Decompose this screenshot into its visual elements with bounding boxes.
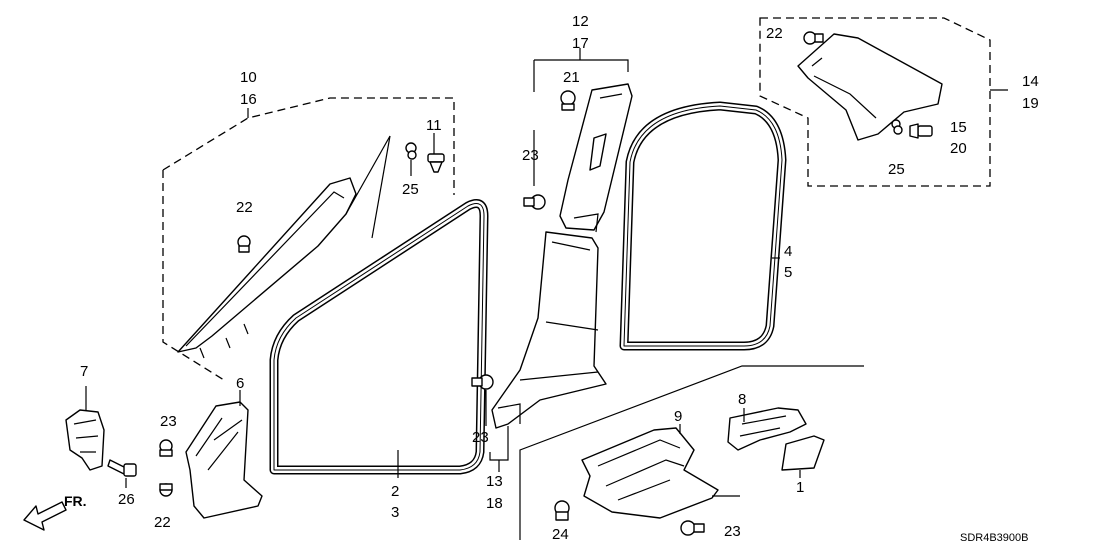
label-8: 8 (738, 391, 746, 408)
clip-24-icon (554, 500, 570, 521)
label-15: 15 (950, 119, 967, 136)
bolt-26-icon (107, 459, 137, 488)
label-5: 5 (784, 264, 792, 281)
label-16: 16 (240, 91, 257, 108)
tray-9 (581, 427, 719, 519)
clip-11-icon (427, 153, 445, 173)
fastener-25-icon (405, 142, 417, 160)
fastener-25-right-icon (891, 119, 903, 135)
clip-22-left-icon (159, 483, 173, 497)
a-pillar-group (162, 97, 455, 381)
clip-23-bottom-icon (680, 520, 705, 536)
part-labels: 10 16 11 25 22 7 6 23 26 22 2 3 12 17 21… (80, 13, 1039, 543)
label-7: 7 (80, 363, 88, 380)
label-13: 13 (486, 473, 503, 490)
label-23-mid: 23 (472, 429, 489, 446)
label-17: 17 (572, 35, 589, 52)
bracket-7 (65, 386, 105, 471)
label-22-pillar: 22 (236, 199, 253, 216)
label-12: 12 (572, 13, 589, 30)
label-25-left: 25 (402, 181, 419, 198)
rear-door-seal (619, 101, 787, 351)
clip-23-mid-icon (471, 374, 494, 390)
cover-1 (781, 435, 825, 471)
b-pillar-upper (523, 48, 633, 233)
diagram-code: SDR4B3900B (960, 532, 1029, 544)
clip-15-icon (909, 123, 933, 139)
c-pillar-dashed-box (759, 17, 991, 187)
label-22-left: 22 (154, 514, 171, 531)
clip-23-upper-icon (523, 194, 546, 210)
label-25-right: 25 (888, 161, 905, 178)
label-18: 18 (486, 495, 503, 512)
label-9: 9 (674, 408, 682, 425)
label-14: 14 (1022, 73, 1039, 90)
label-4: 4 (784, 243, 792, 260)
kick-panel-6 (185, 390, 263, 519)
label-2: 2 (391, 483, 399, 500)
clip-21-icon (560, 90, 576, 111)
label-19: 19 (1022, 95, 1039, 112)
front-door-seal (269, 199, 489, 478)
label-22-upper: 22 (766, 25, 783, 42)
label-10: 10 (240, 69, 257, 86)
label-11: 11 (426, 117, 442, 134)
c-pillar-group (759, 17, 1008, 187)
label-6: 6 (236, 375, 244, 392)
label-20: 20 (950, 140, 967, 157)
front-direction-arrow: FR. (23, 493, 87, 531)
clip-22-icon (237, 235, 251, 253)
label-23-bottom: 23 (724, 523, 741, 540)
clip-23-left-icon (159, 439, 173, 457)
label-21: 21 (563, 69, 580, 86)
a-pillar-dashed-box (162, 97, 455, 381)
b-pillar-lower (471, 231, 607, 472)
label-24: 24 (552, 526, 569, 543)
clip-22-upper-icon (803, 31, 824, 45)
label-26: 26 (118, 491, 135, 508)
label-3: 3 (391, 504, 399, 521)
floor-section (519, 365, 864, 540)
label-1: 1 (796, 479, 804, 496)
fr-label: FR. (64, 493, 87, 509)
panel-8 (727, 407, 807, 451)
label-23-upper: 23 (522, 147, 539, 164)
label-23-left: 23 (160, 413, 177, 430)
